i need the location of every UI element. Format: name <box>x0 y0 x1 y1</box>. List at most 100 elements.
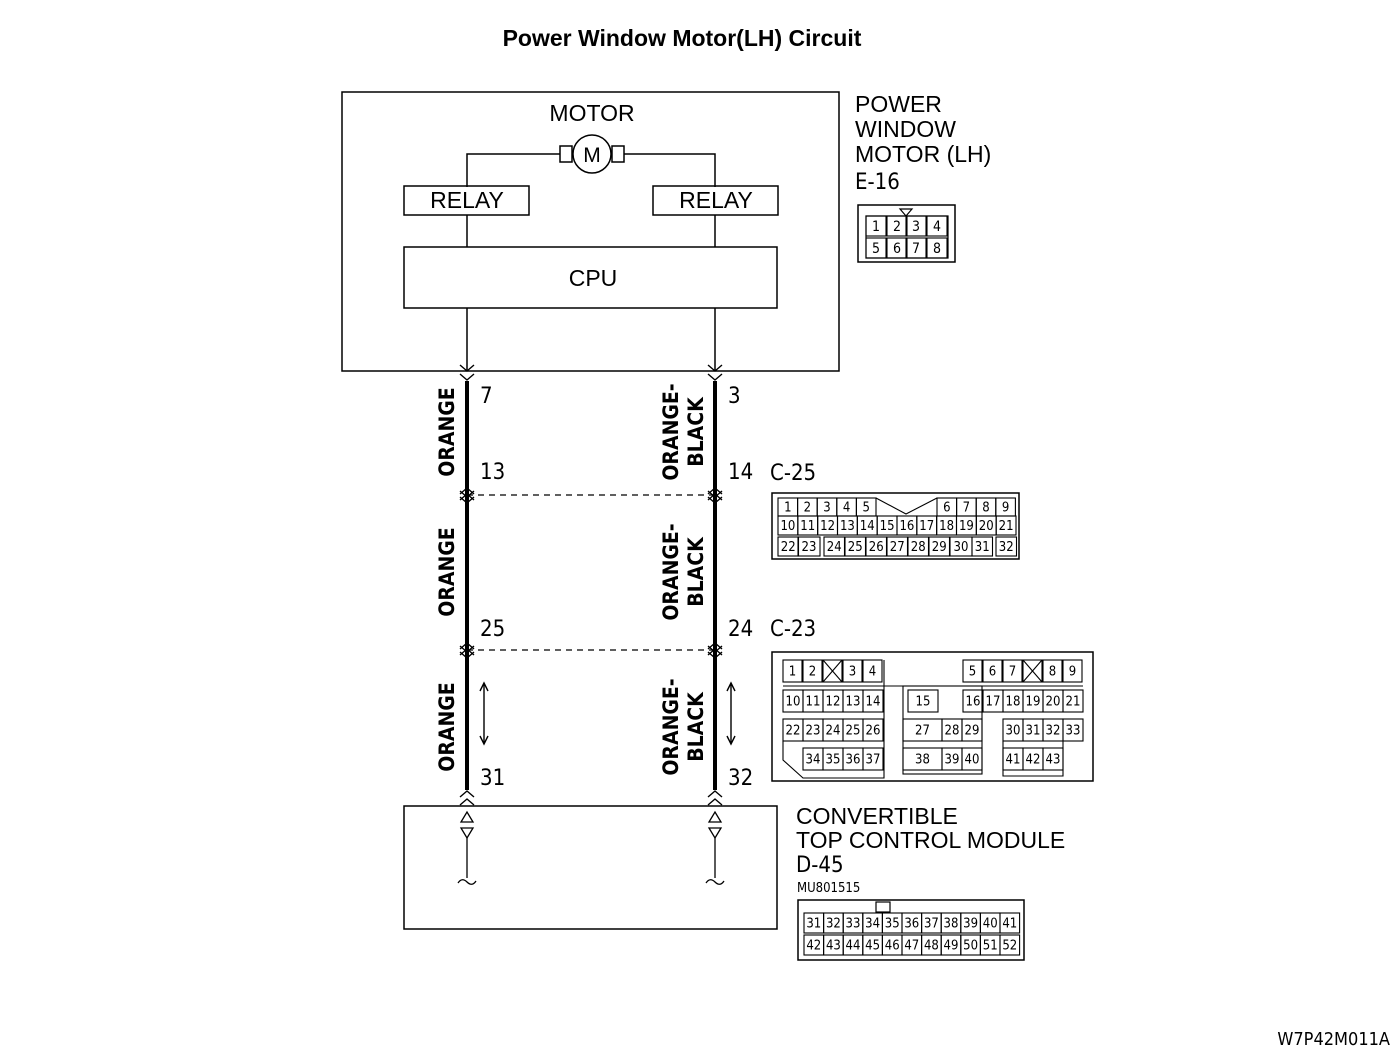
pin-number: 13 <box>840 519 855 534</box>
pin-number: 45 <box>865 939 880 954</box>
pin-number: 25 <box>846 724 861 739</box>
right-wire-color-1b: BLACK <box>684 396 708 467</box>
d45-pin-50: 50 <box>960 934 981 956</box>
c25-pin-5: 5 <box>855 497 877 517</box>
pin-number: 5 <box>969 665 976 680</box>
motor-unit-name-line-1: POWER <box>855 91 942 117</box>
left-connector-arrow-icon <box>459 490 475 498</box>
pin-number: 20 <box>1046 695 1061 710</box>
pin-number: 36 <box>846 753 861 768</box>
pin-number: 14 <box>866 695 881 710</box>
right-terminal-c25: 14 <box>728 460 753 485</box>
c25-pin-6: 6 <box>936 497 958 517</box>
pin-number: 1 <box>789 665 796 680</box>
c25-pin-2: 2 <box>797 497 818 517</box>
pin-number: 12 <box>826 695 841 710</box>
connector-lock-icon <box>898 208 914 217</box>
c23-pin-4: 4 <box>862 659 883 683</box>
motor-terminal-right <box>611 145 625 163</box>
d45-pin-42: 42 <box>803 934 825 956</box>
pin-number: 31 <box>975 540 990 555</box>
right-wire-color-2a: ORANGE- <box>659 523 683 620</box>
c23-pin-12: 12 <box>822 689 844 713</box>
pin-number: 51 <box>983 939 998 954</box>
pin-number: 7 <box>1009 665 1016 680</box>
c25-pin-25: 25 <box>844 536 867 557</box>
d45-pin-33: 33 <box>842 912 864 934</box>
pin-number: 40 <box>983 917 998 932</box>
pin-number: 22 <box>781 540 796 555</box>
connector-lock-icon <box>875 901 891 913</box>
left-connector-arrow-icon <box>459 642 475 650</box>
c25-pin-10: 10 <box>777 515 799 536</box>
pin-number: 28 <box>945 724 960 739</box>
d45-pin-44: 44 <box>842 934 864 956</box>
pin-number: 1 <box>872 219 880 235</box>
pin-number: 4 <box>843 501 850 516</box>
e16-pin-5: 5 <box>865 237 887 259</box>
pin-number: 5 <box>872 241 880 257</box>
right-wire-color-3b: BLACK <box>684 691 708 762</box>
pin-number: 4 <box>869 665 876 680</box>
e16-pin-7: 7 <box>905 237 927 259</box>
pin-number: 19 <box>959 519 974 534</box>
pin-number: 13 <box>846 695 861 710</box>
left-connector-arrow-icon <box>459 496 475 504</box>
pin-number: 18 <box>1006 695 1021 710</box>
pin-number: 38 <box>915 753 930 768</box>
c25-pin-28: 28 <box>907 536 930 557</box>
pin-number: 46 <box>885 939 900 954</box>
pin-number: 12 <box>820 519 835 534</box>
c23-pin-22: 22 <box>782 718 804 742</box>
right-connector-arrow-icon <box>707 642 723 650</box>
c23-pin-2: 2 <box>802 659 823 683</box>
left-connector-arrow-icon <box>459 487 475 495</box>
c23-pin-1: 1 <box>782 659 803 683</box>
pin-number: 2 <box>809 665 816 680</box>
pin-number: 29 <box>932 540 947 555</box>
right-connector-arrow-icon <box>707 645 723 653</box>
c23-pin-20: 20 <box>1042 689 1064 713</box>
pin-number: 8 <box>933 241 941 257</box>
c23-pin-15: 15 <box>907 689 939 713</box>
c23-pin-43: 43 <box>1042 747 1064 771</box>
pin-number: 8 <box>1049 665 1056 680</box>
c25-pin-21: 21 <box>995 515 1017 536</box>
relay-right-label: RELAY <box>679 187 753 213</box>
right-wire-color-2b: BLACK <box>684 536 708 607</box>
left-connector-arrow-icon <box>459 645 475 653</box>
pin-number: 42 <box>1026 753 1041 768</box>
pin-number: 23 <box>802 540 817 555</box>
c23-pin-29: 29 <box>961 718 983 742</box>
right-connector-arrow-icon <box>707 490 723 498</box>
d45-pin-34: 34 <box>862 912 883 934</box>
right-signal-arrow-icon <box>726 681 736 746</box>
c25-pin-18: 18 <box>936 515 958 536</box>
left-module-input-icon <box>457 810 477 885</box>
left-terminal-arrow-icon <box>459 373 475 381</box>
d45-pin-41: 41 <box>999 912 1021 934</box>
pin-number: 3 <box>823 501 830 516</box>
d45-pin-48: 48 <box>921 934 942 956</box>
pin-number: 30 <box>1006 724 1021 739</box>
pin-number: 7 <box>963 501 970 516</box>
c23-pin-41: 41 <box>1002 747 1024 771</box>
left-wire-color-3: ORANGE <box>435 682 459 771</box>
pin-number: 24 <box>826 724 841 739</box>
d45-pin-45: 45 <box>862 934 883 956</box>
pin-number: 3 <box>912 219 920 235</box>
c25-pin-9: 9 <box>995 497 1016 517</box>
pin-number: 11 <box>806 695 821 710</box>
c25-pin-22: 22 <box>777 536 800 557</box>
c23-pin-14: 14 <box>862 689 884 713</box>
pin-number: 32 <box>826 917 841 932</box>
d45-pin-46: 46 <box>881 934 903 956</box>
c23-left-housing <box>782 660 885 779</box>
left-terminal-arrow-icon <box>459 790 475 798</box>
pin-number: 7 <box>912 241 920 257</box>
c23-pin-36: 36 <box>842 747 864 771</box>
c23-pin-26: 26 <box>862 718 884 742</box>
pin-number: 29 <box>965 724 980 739</box>
pin-number: 34 <box>865 917 880 932</box>
